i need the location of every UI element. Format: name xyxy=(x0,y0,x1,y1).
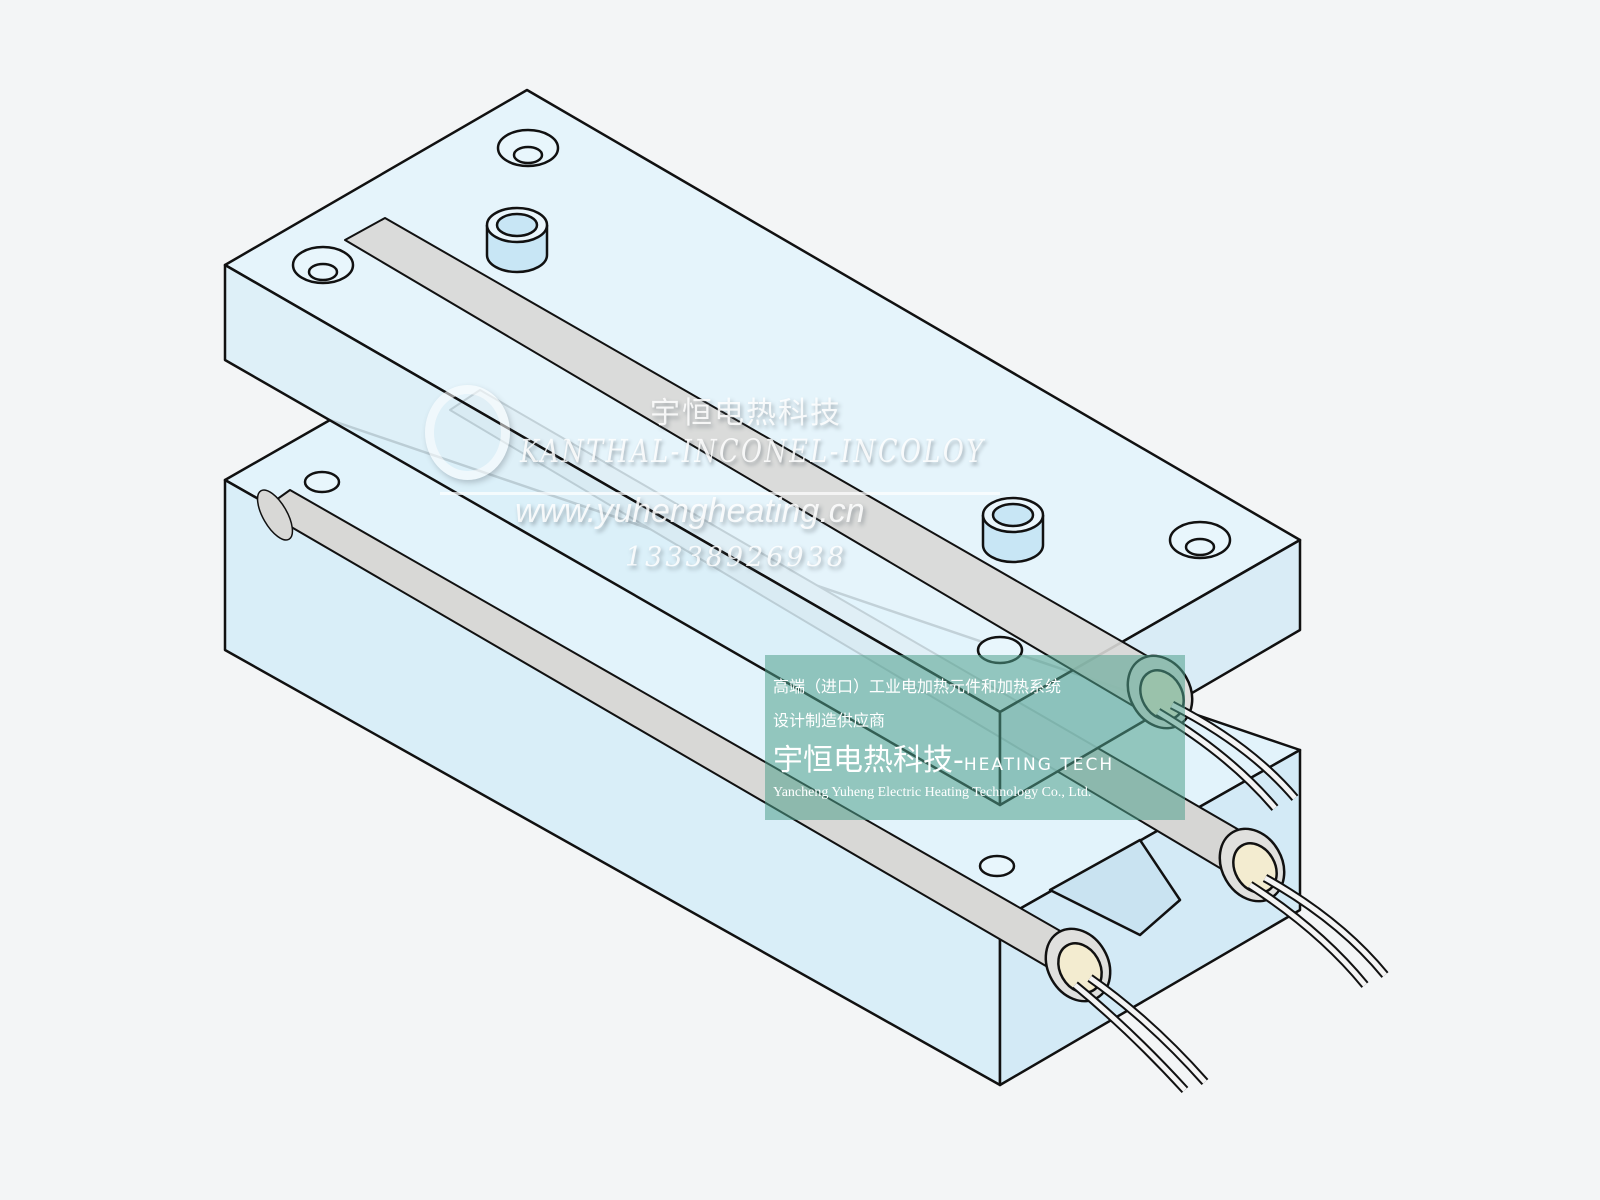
banner-tagline: 高端（进口）工业电加热元件和加热系统 xyxy=(773,677,1062,696)
watermark-alloys: KANTHAL-INCONEL-INCOLOY xyxy=(520,432,986,470)
watermark-divider xyxy=(440,492,1000,495)
mounting-holes xyxy=(291,128,1232,665)
watermark-phone: 13338926938 xyxy=(625,542,847,573)
watermark-url: www.yuhengheating.cn xyxy=(515,492,865,530)
banner-brand: 宇恒电热科技-HEATING TECH xyxy=(773,735,1114,779)
banner-brand-en: HEATING TECH xyxy=(963,755,1115,775)
watermark-company-cn: 宇恒电热科技 xyxy=(650,396,842,431)
banner-subtagline: 设计制造供应商 xyxy=(773,711,886,730)
alignment-bushings xyxy=(485,206,1045,564)
lower-heater-rod xyxy=(256,489,1209,1094)
company-banner: 高端（进口）工业电加热元件和加热系统 设计制造供应商 宇恒电热科技-HEATIN… xyxy=(765,655,1185,820)
watermark-logo-icon xyxy=(425,385,510,480)
banner-brand-cn: 宇恒电热科技- xyxy=(773,743,964,778)
banner-company-en: Yancheng Yuheng Electric Heating Technol… xyxy=(773,785,1092,800)
